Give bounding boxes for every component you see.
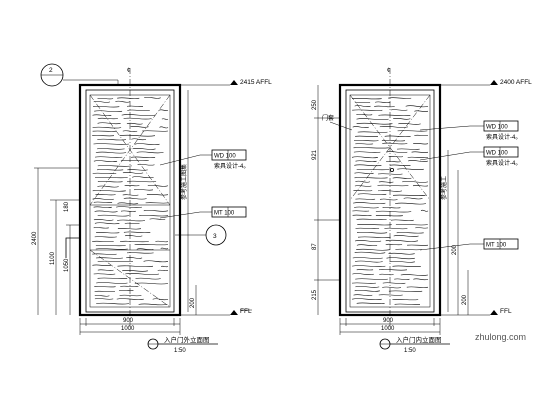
left-level-bottom: FFL (240, 308, 252, 315)
svg-text:200: 200 (462, 294, 468, 305)
svg-text:WD 100: WD 100 (214, 154, 236, 160)
right-level-top: 2400 AFFL (500, 79, 532, 86)
svg-text:250: 250 (312, 99, 318, 110)
svg-text:¢: ¢ (387, 68, 390, 74)
svg-text:1100: 1100 (50, 251, 56, 265)
svg-text:215: 215 (312, 289, 318, 300)
right-elevation: ¢ 2400 AFFL FFL 门套 WD 100 索具设计-4。 WD 100… (312, 68, 532, 354)
svg-text:1000: 1000 (121, 326, 135, 332)
left-level-top: 2415 AFFL (240, 79, 272, 86)
svg-text:1:50: 1:50 (404, 348, 416, 354)
svg-text:WD 100: WD 100 (486, 125, 508, 131)
watermark: zhulong.com (475, 332, 526, 342)
svg-text:900: 900 (383, 318, 394, 324)
svg-text:¢: ¢ (127, 68, 130, 74)
svg-text:索具设计-4。: 索具设计-4。 (486, 159, 521, 167)
svg-text:参考施工图集: 参考施工图集 (180, 164, 188, 200)
svg-text:3: 3 (213, 233, 217, 240)
svg-text:MT 100: MT 100 (486, 243, 507, 249)
svg-text:MT 100: MT 100 (214, 211, 235, 217)
svg-text:87: 87 (312, 243, 318, 250)
svg-text:1:50: 1:50 (174, 348, 186, 354)
svg-text:2: 2 (49, 67, 53, 74)
svg-text:索具设计-4。: 索具设计-4。 (214, 162, 249, 170)
svg-text:索具设计-4。: 索具设计-4。 (486, 133, 521, 141)
left-right-dimensions: 参考施工图集 200 (180, 90, 197, 315)
left-wood-grain (92, 96, 169, 306)
svg-text:WD 100: WD 100 (486, 151, 508, 157)
svg-text:参考施工: 参考施工 (440, 176, 448, 200)
left-horizontal-dimensions: 900 1000 (79, 318, 181, 335)
svg-text:1050: 1050 (64, 258, 70, 272)
right-wood-grain (351, 97, 429, 305)
svg-text:200: 200 (452, 244, 458, 255)
right-left-dimensions: 250 921 87 215 (312, 85, 340, 315)
svg-text:180: 180 (64, 201, 70, 212)
svg-text:921: 921 (312, 149, 318, 160)
right-right-dimensions: 参考施工 200 200 (440, 150, 469, 315)
svg-text:入户门外立面图: 入户门外立面图 (164, 335, 210, 344)
left-caption: 入户门外立面图 1:50 (147, 335, 218, 354)
svg-text:2400: 2400 (32, 231, 38, 245)
svg-text:1000: 1000 (381, 326, 395, 332)
right-caption: 入户门内立面图 1:50 (379, 335, 450, 354)
right-horizontal-dimensions: 900 1000 (339, 318, 441, 335)
svg-text:200: 200 (190, 297, 196, 308)
left-elevation: ¢ 2415 AFFL FFL 2 WD 100 索具设计-4。 MT 100 … (32, 63, 272, 354)
svg-text:入户门内立面图: 入户门内立面图 (396, 335, 442, 344)
svg-text:900: 900 (123, 318, 134, 324)
left-vertical-dimensions: 2400 1100 1050 180 (32, 167, 80, 315)
right-level-bottom: FFL (500, 308, 512, 315)
